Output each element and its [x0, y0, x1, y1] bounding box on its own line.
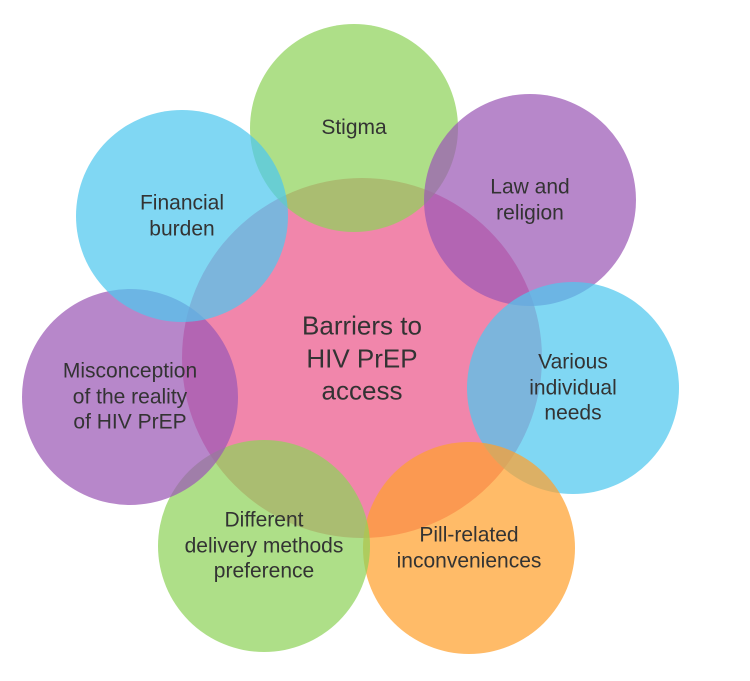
- misconception-of-hiv-prep-label-line: of the reality: [72, 385, 188, 409]
- various-individual-needs-label-line: individual: [529, 376, 617, 400]
- center-label: Barriers to HIV PrEP access: [302, 309, 422, 407]
- law-and-religion-label-line: religion: [496, 201, 564, 224]
- various-individual-needs-label-line: needs: [544, 401, 602, 425]
- financial-burden-label-line: burden: [149, 217, 215, 240]
- law-and-religion-label-line: Law and: [490, 175, 570, 199]
- pill-related-inconveniences-label-line: inconveniences: [396, 549, 542, 572]
- law-and-religion-circle: [424, 94, 636, 306]
- misconception-of-hiv-prep-label-line: Misconception: [62, 359, 198, 383]
- different-delivery-methods-preference-label-line: delivery methods: [184, 534, 344, 558]
- financial-burden-circle: [76, 110, 288, 322]
- center-label-line: HIV PrEP: [306, 342, 418, 373]
- center-label-line: Barriers to: [302, 310, 422, 341]
- different-delivery-methods-preference-label-line: preference: [213, 559, 315, 583]
- misconception-of-hiv-prep-circle: [22, 289, 238, 505]
- various-individual-needs-circle: [467, 282, 679, 494]
- financial-burden-label-line: Financial: [139, 191, 225, 215]
- center-label-line: access: [321, 375, 403, 406]
- different-delivery-methods-preference-circle: [158, 440, 370, 652]
- stigma-circle: [250, 24, 458, 232]
- misconception-of-hiv-prep-label-line: of HIV PrEP: [73, 410, 187, 434]
- pill-related-inconveniences-label-line: Pill-related: [419, 523, 519, 547]
- pill-related-inconveniences-circle: [363, 442, 575, 654]
- stigma-label: Stigma: [321, 115, 386, 141]
- stigma-label-line: Stigma: [321, 116, 387, 140]
- various-individual-needs-label-line: Various: [538, 350, 608, 374]
- different-delivery-methods-preference-label-line: Different: [224, 508, 304, 532]
